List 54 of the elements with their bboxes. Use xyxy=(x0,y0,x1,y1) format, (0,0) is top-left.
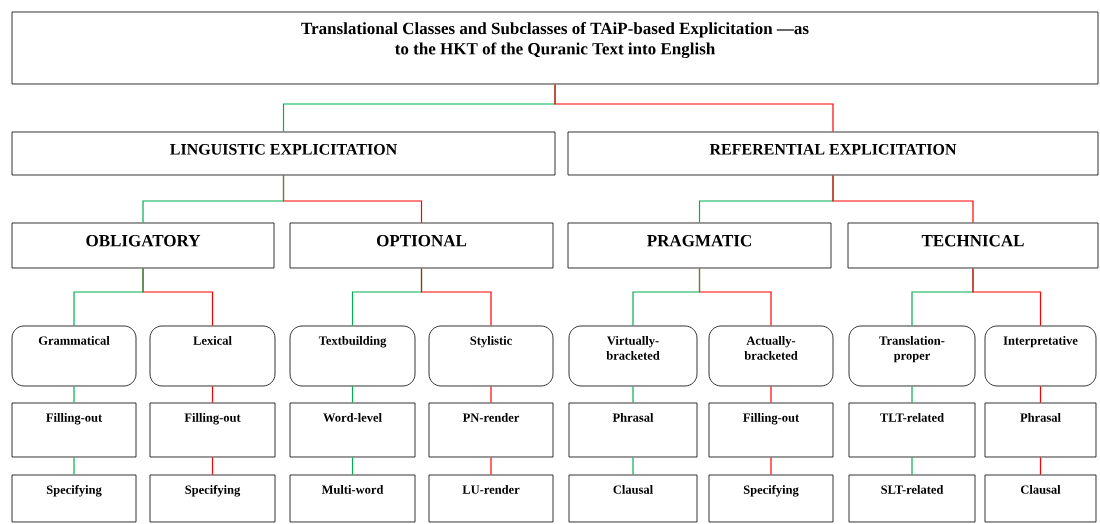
category-box: REFERENTIAL EXPLICITATION xyxy=(567,131,1099,176)
connector-line xyxy=(211,385,214,404)
connector-line xyxy=(632,267,701,327)
connector-line xyxy=(554,83,834,133)
subclass-box: Stylistic xyxy=(428,325,554,387)
connector-line xyxy=(490,456,492,476)
category-box: OPTIONAL xyxy=(289,222,554,269)
category-box: Filling-out xyxy=(708,402,834,458)
subclass-box: Lexical xyxy=(149,325,276,387)
connector-line xyxy=(972,267,1042,327)
connector-line xyxy=(73,267,144,327)
category-box: Phrasal xyxy=(568,402,698,458)
connector-line xyxy=(1039,385,1042,404)
subclass-box: Virtually-bracketed xyxy=(568,325,698,387)
connector-line xyxy=(73,385,75,404)
connector-line xyxy=(142,174,285,224)
subclass-box: Actually-bracketed xyxy=(708,325,834,387)
connector-line xyxy=(490,385,492,404)
connector-line xyxy=(770,385,772,404)
connector-line xyxy=(632,456,634,476)
category-box: LINGUISTIC EXPLICITATION xyxy=(11,131,556,176)
category-box: Specifying xyxy=(11,474,137,523)
category-box: TECHNICAL xyxy=(847,222,1099,269)
category-box: OBLIGATORY xyxy=(11,222,275,269)
category-box: Specifying xyxy=(708,474,834,523)
category-box: Filling-out xyxy=(11,402,137,458)
category-box: Specifying xyxy=(149,474,276,523)
category-box: Multi-word xyxy=(289,474,416,523)
connector-line xyxy=(420,267,492,327)
subclass-box: Translation-proper xyxy=(848,325,976,387)
connector-line xyxy=(832,174,974,224)
subclass-box: Grammatical xyxy=(11,325,137,387)
title-box: Translational Classes and Subclasses of TAiP-based Explicitation —as to the HKT of the Quranic Text into English xyxy=(11,11,1099,85)
category-box: SLT-related xyxy=(848,474,976,523)
connector-line xyxy=(351,385,354,404)
connector-line xyxy=(1039,456,1042,476)
connector-line xyxy=(73,456,75,476)
category-box: Clausal xyxy=(568,474,698,523)
category-box: Filling-out xyxy=(149,402,276,458)
category-box: PN-render xyxy=(428,402,554,458)
category-box: Clausal xyxy=(984,474,1097,523)
connector-line xyxy=(632,385,634,404)
connector-line xyxy=(770,456,772,476)
category-box: Phrasal xyxy=(984,402,1097,458)
connector-line xyxy=(911,456,913,476)
category-box: LU-render xyxy=(428,474,554,523)
connector-line xyxy=(351,456,354,476)
connector-line xyxy=(911,385,913,404)
category-box: Word-level xyxy=(289,402,416,458)
subclass-box: Textbuilding xyxy=(289,325,416,387)
connector-line xyxy=(211,456,214,476)
category-box: PRAGMATIC xyxy=(567,222,832,269)
category-box: TLT-related xyxy=(848,402,976,458)
subclass-box: Interpretative xyxy=(984,325,1097,387)
